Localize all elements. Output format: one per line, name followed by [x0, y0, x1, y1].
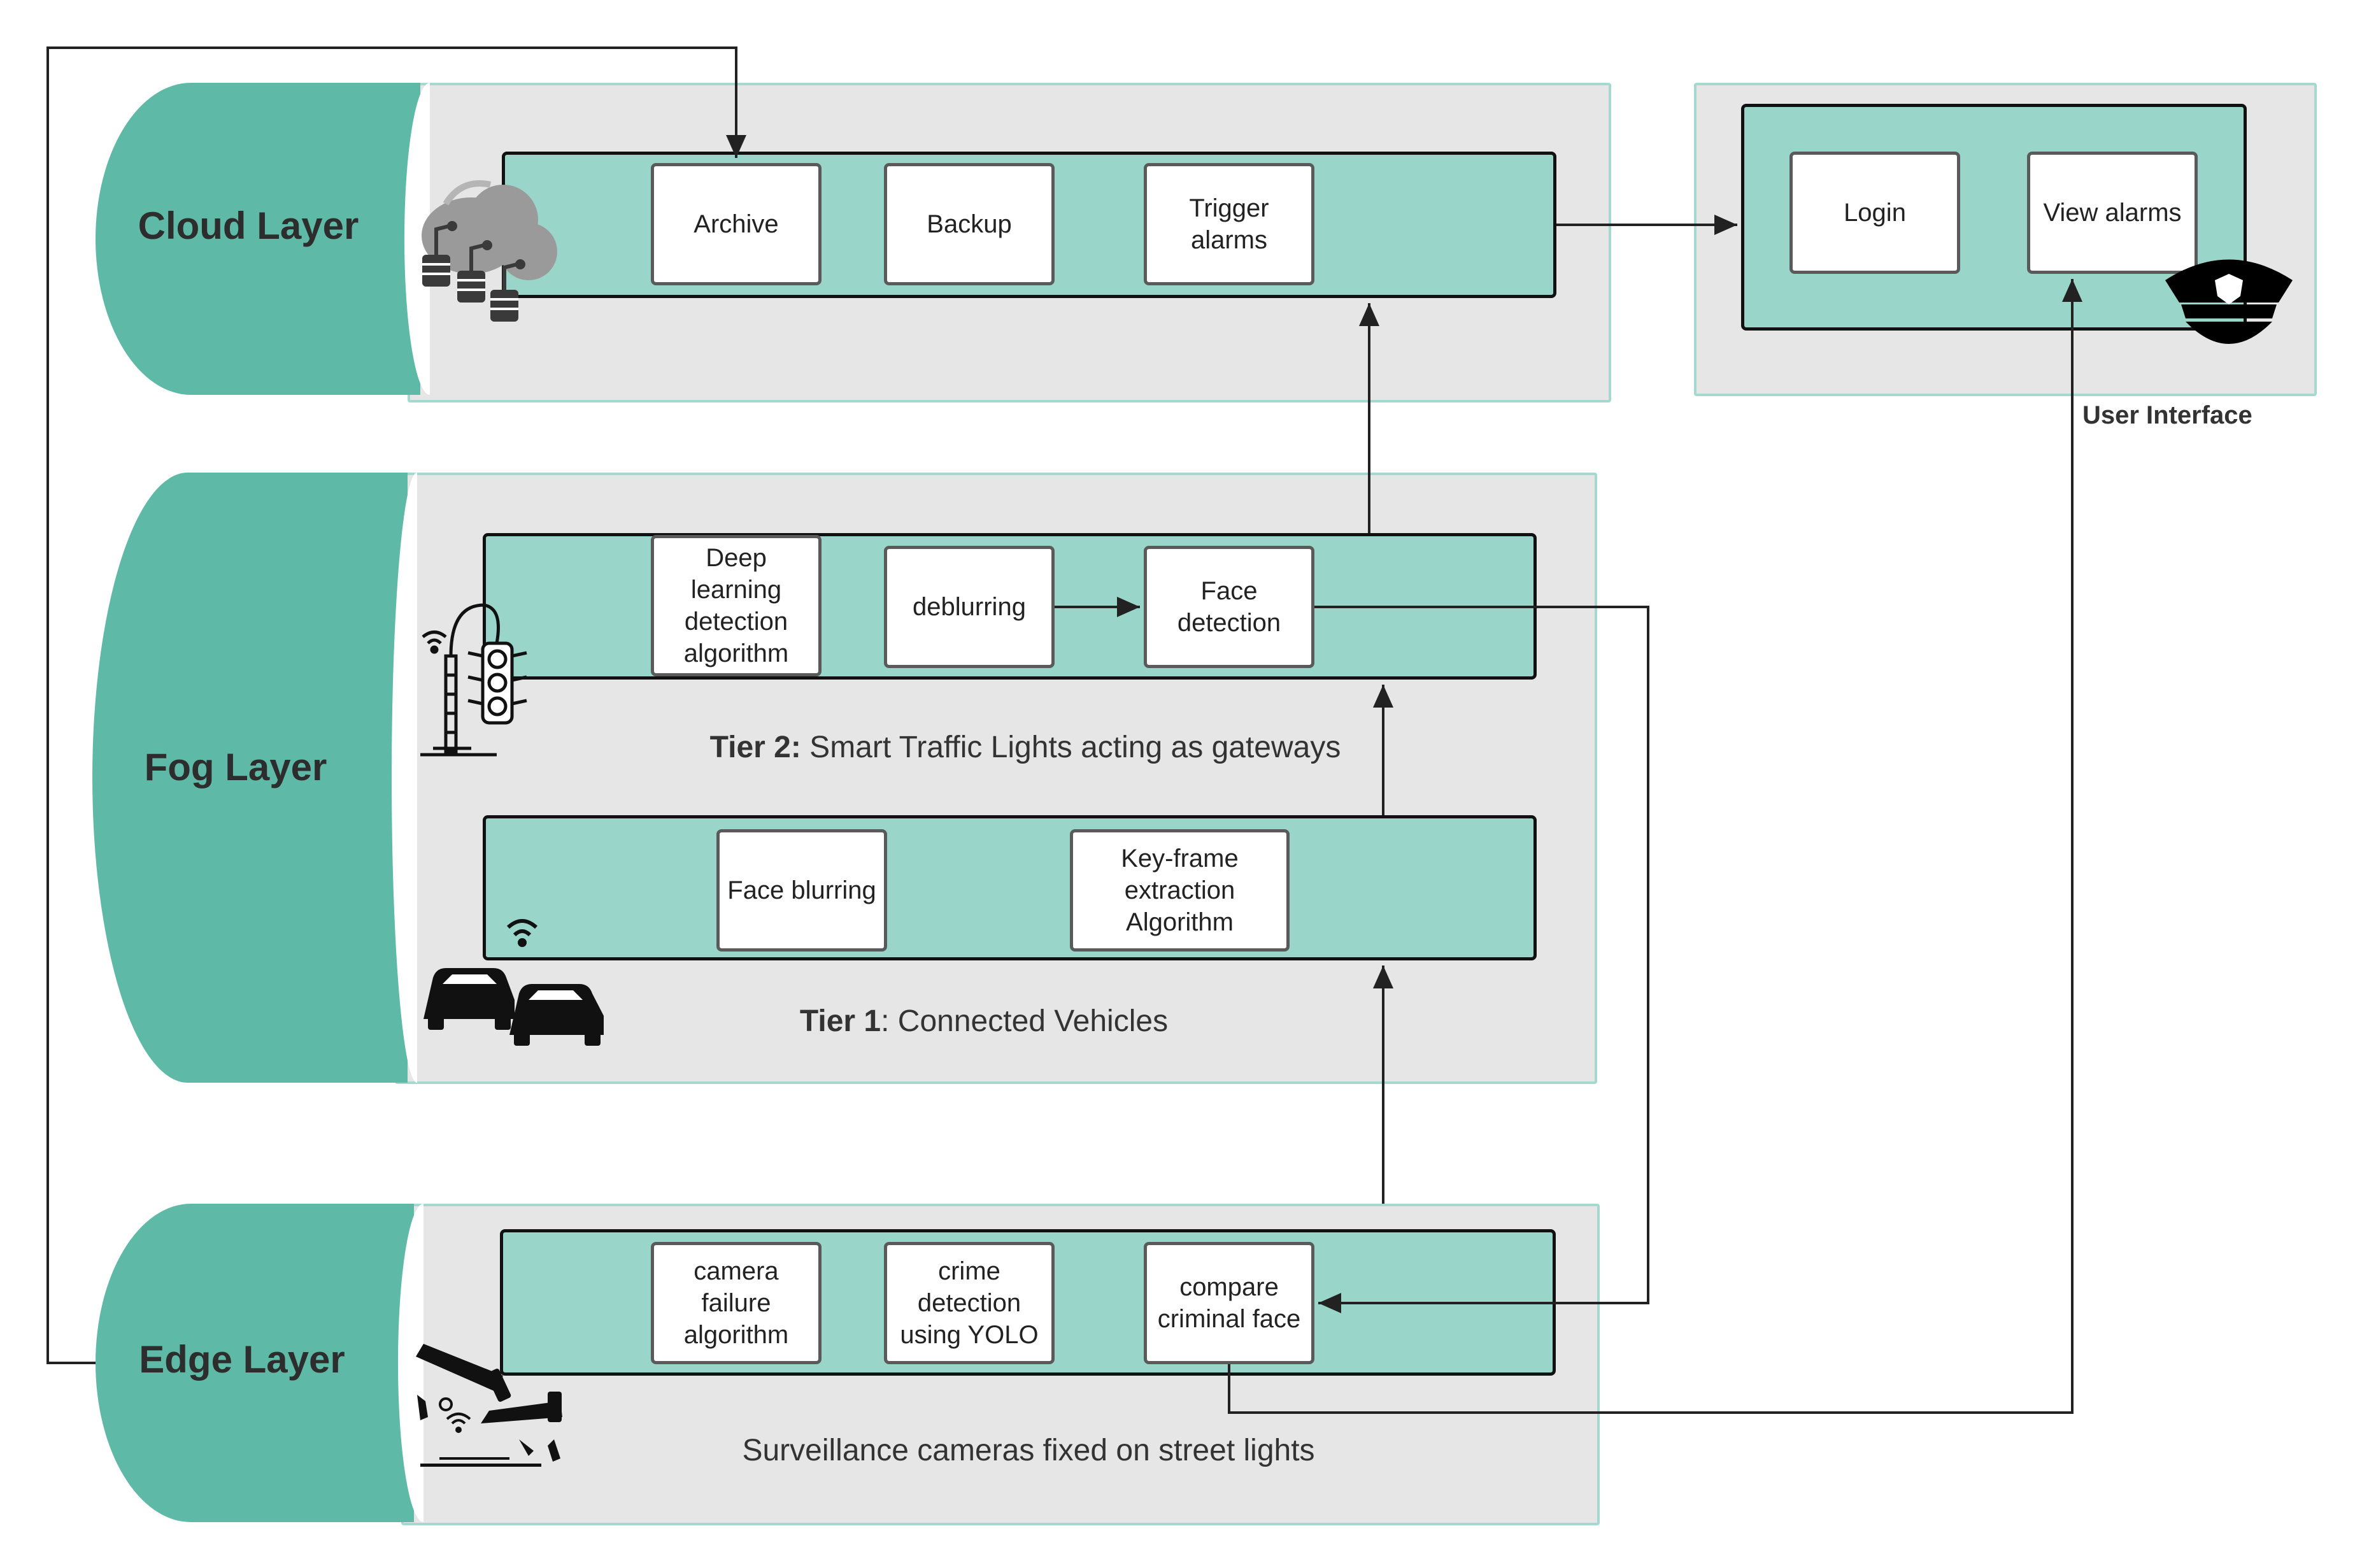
face-blurring-node[interactable]: Face blurring [716, 829, 887, 951]
key-frame-extraction-node[interactable]: Key-frame extraction Algorithm [1070, 829, 1290, 951]
user-interface-caption: User Interface [2082, 401, 2252, 429]
fog-layer-label: Fog Layer [144, 746, 327, 788]
tier2-caption-text: Smart Traffic Lights acting as gateways [800, 731, 1341, 764]
login-node[interactable]: Login [1789, 152, 1960, 274]
crime-detection-yolo-node[interactable]: crime detection using YOLO [884, 1242, 1055, 1364]
tier1-caption-bold: Tier 1 [799, 1004, 881, 1038]
cloud-layer-tab [96, 83, 420, 395]
trigger-alarms-node[interactable]: Trigger alarms [1144, 163, 1314, 285]
face-detection-node[interactable]: Face detection [1144, 546, 1314, 668]
compare-to-view-alarms-arrow [1228, 279, 2082, 1414]
smart-traffic-light-icon [420, 603, 527, 757]
cloud-layer-label: Cloud Layer [138, 204, 359, 247]
backup-node[interactable]: Backup [884, 163, 1055, 285]
face-detection-to-compare-arrow [1314, 606, 1649, 1313]
edge-layer-label: Edge Layer [139, 1338, 345, 1381]
police-cap-icon [2165, 259, 2293, 344]
archive-node[interactable]: Archive [651, 163, 822, 285]
tier1-caption-text: : Connected Vehicles [881, 1004, 1169, 1038]
edge-caption: Surveillance cameras fixed on street lig… [742, 1434, 1315, 1467]
edge-to-archive-arrow [46, 46, 746, 1364]
tier1-connected-vehicles [483, 815, 1537, 960]
tier1-caption: Tier 1: Connected Vehicles [637, 1004, 1331, 1039]
tier2-caption-bold: Tier 2: [709, 731, 801, 764]
compare-criminal-face-node[interactable]: compare criminal face [1144, 1242, 1314, 1364]
edge-layer-tab [96, 1204, 414, 1522]
surveillance-camera-icon [416, 1344, 562, 1467]
tier2-caption: Tier 2: Smart Traffic Lights acting as g… [637, 730, 1414, 765]
camera-failure-node[interactable]: camera failure algorithm [651, 1242, 822, 1364]
connected-vehicles-icon [423, 919, 604, 1046]
deep-learning-detection-node[interactable]: Deep learning detection algorithm [651, 535, 822, 676]
fog-layer-tab [92, 473, 408, 1083]
deblurring-node[interactable]: deblurring [884, 546, 1055, 668]
view-alarms-node[interactable]: View alarms [2027, 152, 2198, 274]
cloud-database-icon [422, 180, 557, 322]
